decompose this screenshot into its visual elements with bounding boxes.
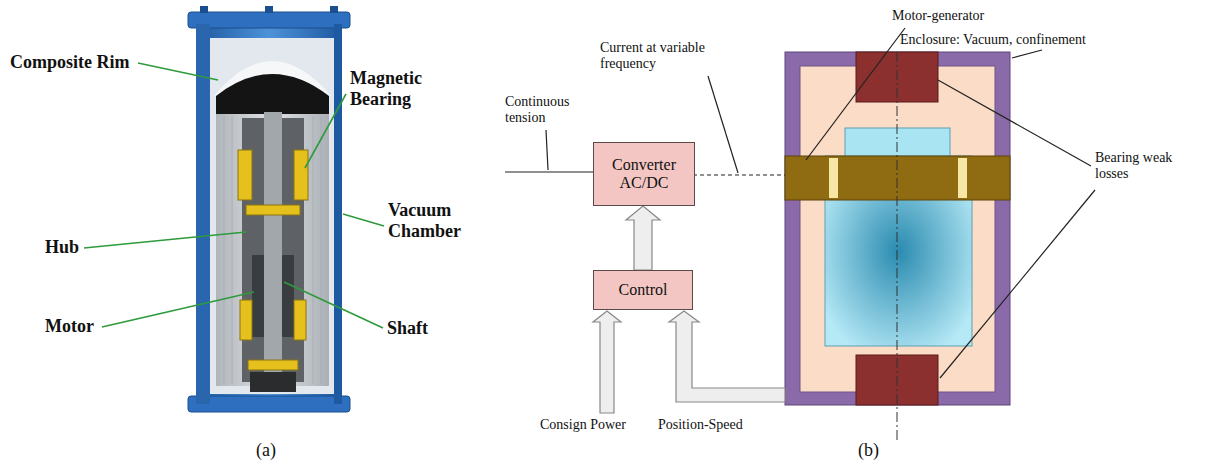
note-label: Bearing weak losses (1095, 150, 1195, 182)
part-label: Vacuum Chamber (388, 200, 500, 241)
part-label: Motor (45, 316, 125, 337)
part-label: Hub (45, 237, 105, 258)
panel-label: (b) (858, 440, 898, 461)
leader-lines (84, 63, 384, 328)
part-label: Magnetic Bearing (350, 68, 445, 109)
consign-arrow (593, 311, 621, 413)
signal-label: Continuous tension (505, 94, 587, 126)
signal-arrow (626, 206, 660, 270)
part-label: Enclosure: Vacuum, confinement (900, 32, 1160, 48)
box-text: Converter AC/DC (600, 156, 688, 193)
box-text: Control (619, 281, 668, 299)
part-label: Motor-generator (892, 8, 1022, 24)
panel-label: (a) (256, 440, 296, 461)
position-speed-arrow (669, 311, 785, 402)
part-label: Composite Rim (10, 52, 150, 73)
enclosure-drawing (785, 52, 1010, 440)
control-box: Control (593, 270, 693, 310)
signal-label: Current at variable frequency (600, 40, 740, 72)
flywheel-cutaway (188, 6, 350, 412)
signal-label: Position-Speed (658, 417, 778, 433)
converter-box: Converter AC/DC (593, 142, 695, 206)
part-label: Shaft (387, 318, 467, 339)
signal-label: Consign Power (540, 417, 650, 433)
wires (505, 28, 1095, 378)
